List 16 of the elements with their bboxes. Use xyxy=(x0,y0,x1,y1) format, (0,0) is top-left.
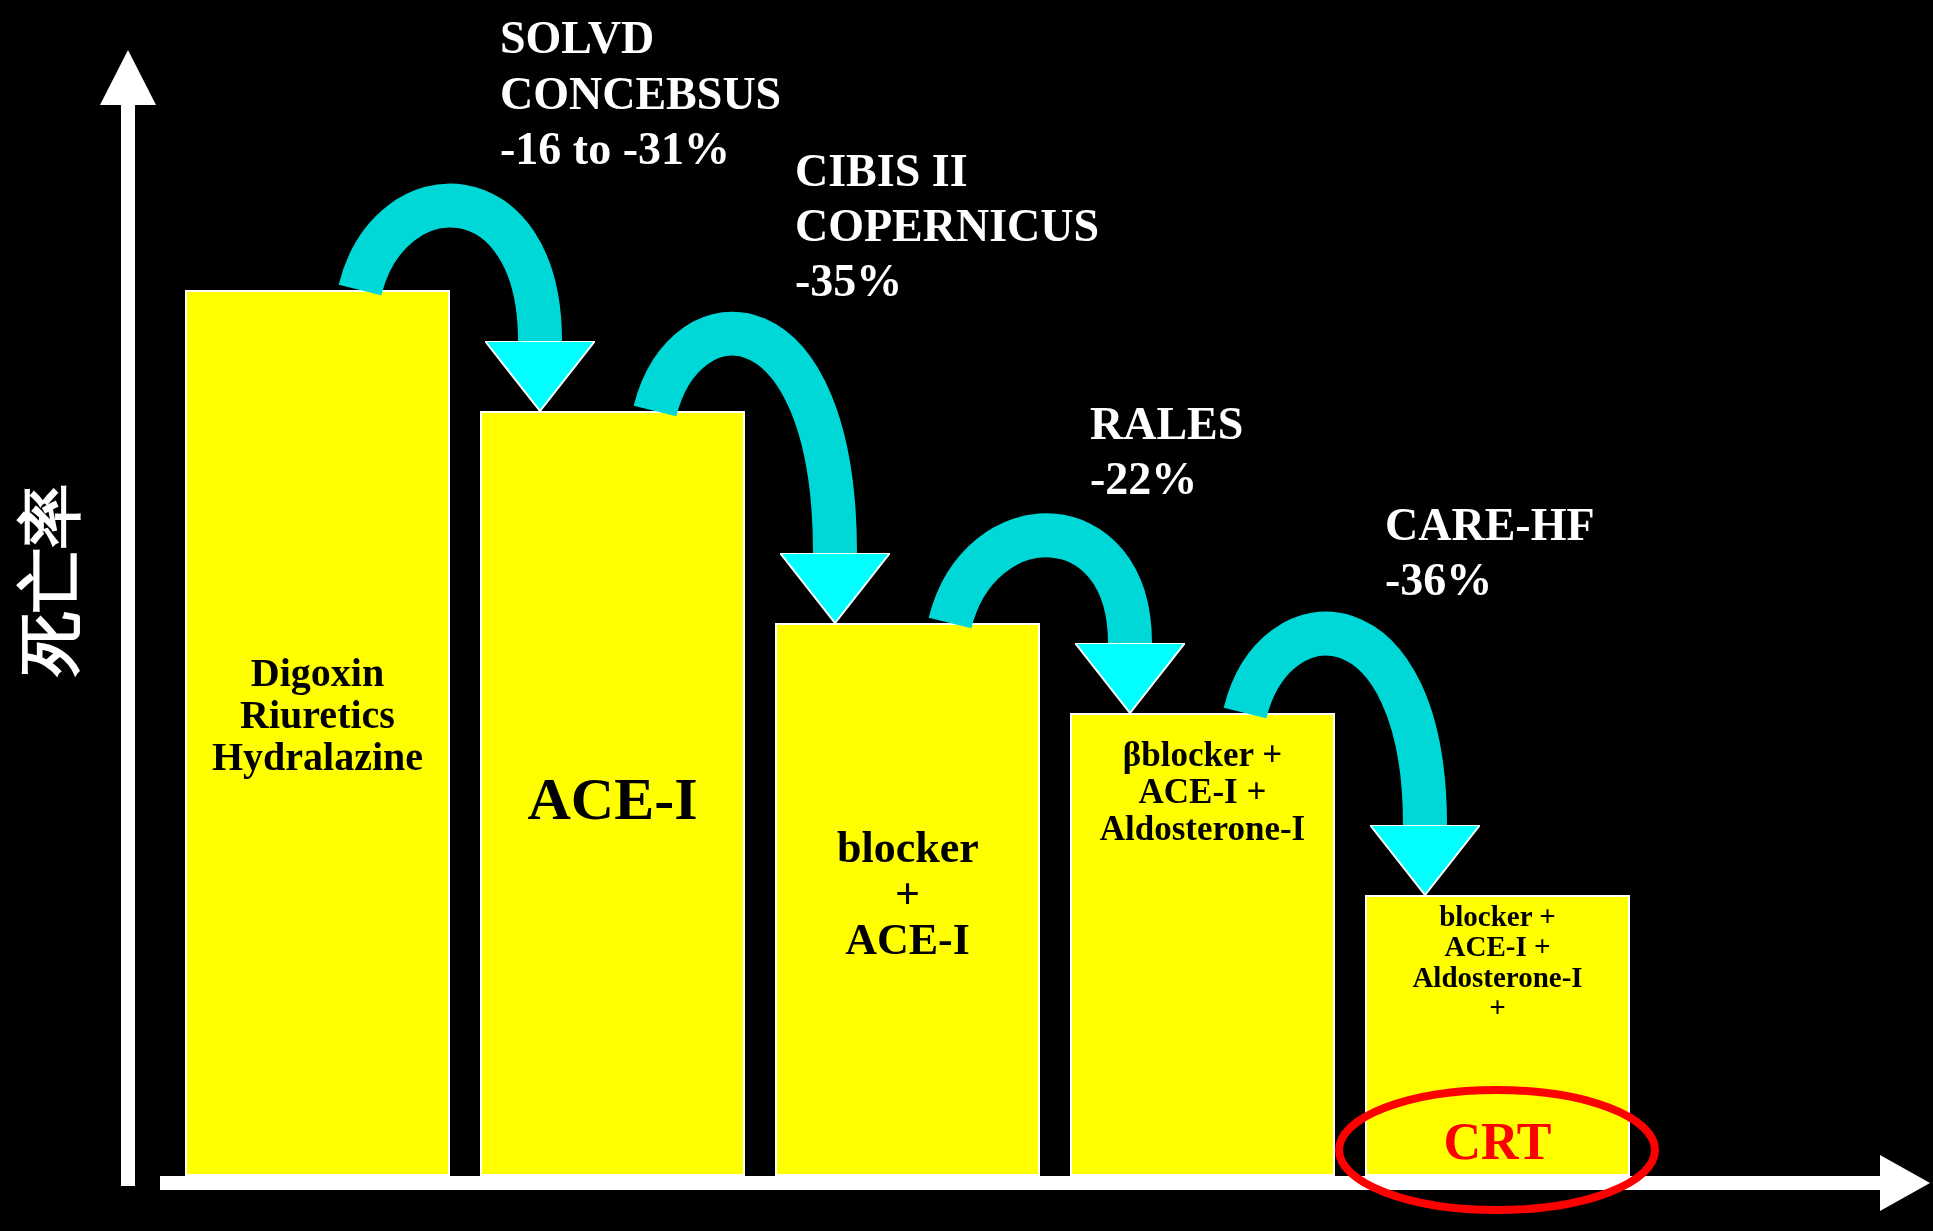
bar-label: Digoxin Riuretics Hydralazine xyxy=(211,652,424,778)
bar-label: CRT xyxy=(1443,1116,1552,1168)
bar xyxy=(1070,713,1335,1176)
curved-arrow xyxy=(339,184,596,412)
bar xyxy=(1365,895,1630,1176)
bar xyxy=(185,290,450,1176)
bar xyxy=(480,411,745,1176)
bar xyxy=(775,623,1040,1176)
bar-label: ACE-I xyxy=(527,768,698,831)
bar-label: blocker + ACE-I + Aldosterone-I + xyxy=(1412,901,1583,1023)
bar-label: blocker + ACE-I xyxy=(837,825,978,964)
bar-label: βblocker + ACE-I + Aldosterone-I xyxy=(1099,737,1306,848)
curved-arrow xyxy=(1224,611,1481,896)
curved-arrow xyxy=(929,513,1186,714)
curved-arrow xyxy=(634,311,891,624)
axis-title: 死亡率 xyxy=(11,484,88,676)
